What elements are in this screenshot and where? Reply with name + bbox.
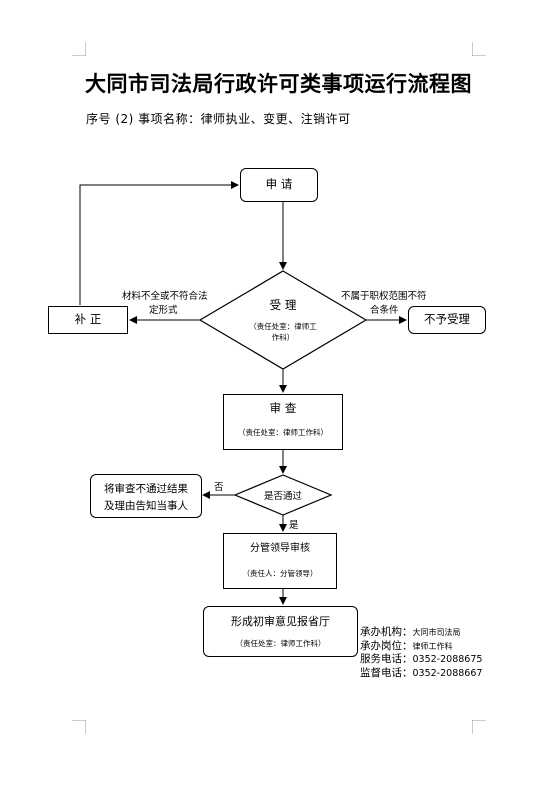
leader-review-box: 分管领导审核 （责任人：分管领导） xyxy=(223,533,337,589)
edge-label-to-supplement-line2: 定形式 xyxy=(149,305,178,316)
agency-value: 大同市司法局 xyxy=(412,628,461,637)
post-label: 承办岗位： xyxy=(360,639,413,652)
review-box: 审 查 （责任处室：律师工作科） xyxy=(223,394,343,450)
supervise-label: 监督电话： xyxy=(360,666,413,679)
notify-fail-line2: 及理由告知当事人 xyxy=(104,500,188,512)
contact-info: 承办机构：大同市司法局 承办岗位：律师工作科 服务电话：0352-2088675… xyxy=(360,626,482,680)
post-row: 承办岗位：律师工作科 xyxy=(360,640,482,654)
report-box: 形成初审意见报省厅 （责任处室：律师工作科） xyxy=(203,606,358,657)
page-title: 大同市司法局行政许可类事项运行流程图 xyxy=(85,71,472,96)
accept-label: 受 理 xyxy=(269,298,297,312)
service-phone-row: 服务电话：0352-2088675 xyxy=(360,653,482,667)
reject-label: 不予受理 xyxy=(424,312,470,326)
edge-label-no: 否 xyxy=(214,482,224,493)
supplement-label: 补 正 xyxy=(74,312,102,326)
supervise-phone-row: 监督电话：0352-2088667 xyxy=(360,667,482,681)
edge-label-yes: 是 xyxy=(289,520,299,531)
page-subtitle: 序号 (2) 事项名称：律师执业、变更、注销许可 xyxy=(86,112,351,126)
pass-check-label: 是否通过 xyxy=(263,491,302,502)
accept-note-line2: 作科） xyxy=(271,333,295,342)
report-note: （责任处室：律师工作科） xyxy=(235,639,326,648)
accept-diamond xyxy=(198,270,368,370)
leader-review-note: （责任人：分管领导） xyxy=(242,569,318,578)
notify-fail-box: 将审查不通过结果 及理由告知当事人 xyxy=(90,474,202,518)
accept-note-line1: （责任处室：律师工 xyxy=(249,322,317,331)
post-value: 律师工作科 xyxy=(412,641,453,651)
leader-review-label: 分管领导审核 xyxy=(250,543,310,554)
review-label: 审 查 xyxy=(269,401,297,415)
supervise-value: 0352-2088667 xyxy=(412,667,483,679)
supplement-box: 补 正 xyxy=(48,306,128,334)
agency-row: 承办机构：大同市司法局 xyxy=(360,626,482,640)
agency-label: 承办机构： xyxy=(360,626,413,638)
edge-label-to-reject-line1: 不属于职权范围不符 xyxy=(341,291,427,302)
service-value: 0352-2088675 xyxy=(412,654,483,665)
notify-fail-line1: 将审查不通过结果 xyxy=(104,483,188,495)
apply-label: 申 请 xyxy=(265,177,293,191)
edge-label-to-reject-line2: 合条件 xyxy=(370,305,399,316)
report-label: 形成初审意见报省厅 xyxy=(231,615,330,628)
reject-box: 不予受理 xyxy=(408,306,486,334)
apply-box: 申 请 xyxy=(240,168,318,202)
service-label: 服务电话： xyxy=(360,653,413,665)
review-note: （责任处室：律师工作科） xyxy=(238,428,328,437)
edge-label-to-supplement-line1: 材料不全或不符合法 xyxy=(122,291,208,302)
